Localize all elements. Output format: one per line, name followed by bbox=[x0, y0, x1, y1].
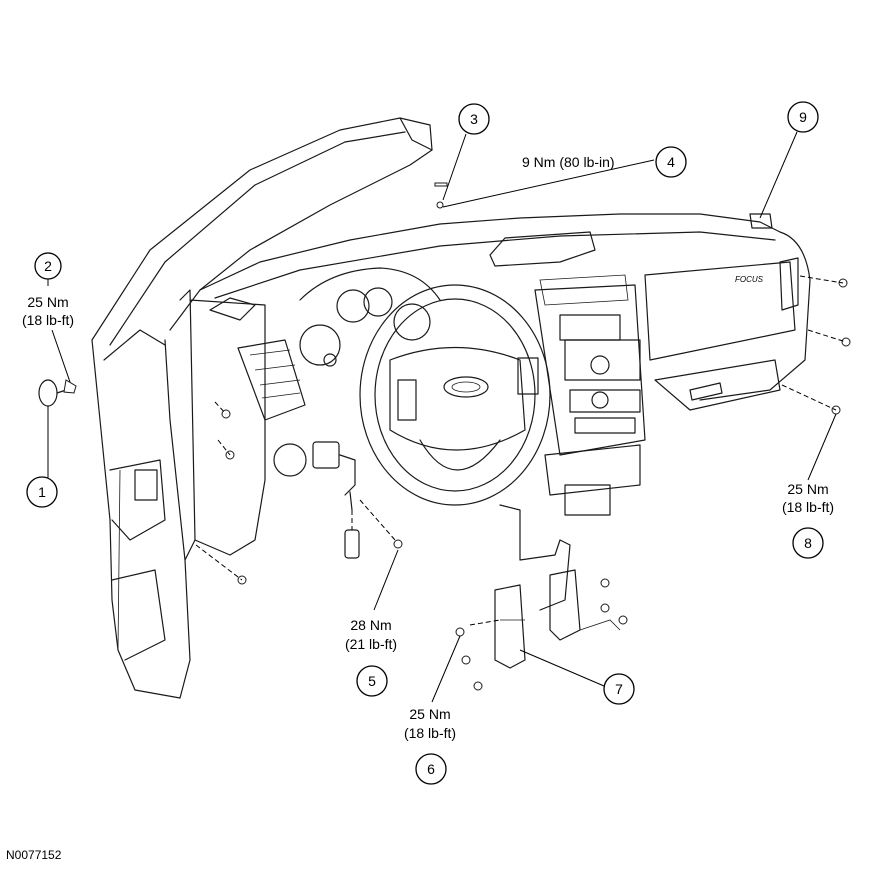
callout-2: 2 25 Nm (18 lb-ft) bbox=[22, 252, 74, 328]
torque-imperial: (18 lb-ft) bbox=[22, 312, 74, 328]
callout-5: 28 Nm (21 lb-ft) 5 bbox=[345, 617, 397, 697]
callout-7: 7 bbox=[603, 673, 635, 705]
callout-8: 25 Nm (18 lb-ft) 8 bbox=[782, 481, 834, 559]
torque-metric: 28 Nm bbox=[350, 617, 391, 633]
torque-imperial: (18 lb-ft) bbox=[404, 725, 456, 741]
callout-circle bbox=[787, 101, 819, 133]
callout-circle bbox=[603, 673, 635, 705]
callout-number: 6 bbox=[427, 761, 435, 777]
callout-circle bbox=[34, 252, 62, 280]
callout-number: 3 bbox=[470, 111, 478, 127]
callout-number: 2 bbox=[44, 258, 52, 274]
callout-3: 3 bbox=[458, 103, 490, 135]
callout-circle bbox=[458, 103, 490, 135]
dashboard-illustration: FOCUS bbox=[38, 117, 851, 699]
torque-metric: 25 Nm bbox=[27, 294, 68, 310]
callout-number: 9 bbox=[799, 109, 807, 125]
callout-circle bbox=[655, 146, 687, 178]
torque-spec: 9 Nm (80 lb-in) bbox=[522, 154, 615, 170]
callout-number: 4 bbox=[667, 154, 675, 170]
callout-circle bbox=[356, 665, 388, 697]
callout-number: 8 bbox=[804, 535, 812, 551]
callout-circle bbox=[415, 753, 447, 785]
torque-metric: 25 Nm bbox=[409, 706, 450, 722]
callout-number: 7 bbox=[615, 681, 623, 697]
callout-4: 9 Nm (80 lb-in) 4 bbox=[522, 146, 687, 178]
figure-id: N0077152 bbox=[6, 848, 62, 862]
torque-imperial: (18 lb-ft) bbox=[782, 499, 834, 515]
callout-9: 9 bbox=[787, 101, 819, 133]
torque-imperial: (21 lb-ft) bbox=[345, 636, 397, 652]
callout-number: 5 bbox=[368, 673, 376, 689]
callout-number: 1 bbox=[38, 484, 46, 500]
callout-6: 25 Nm (18 lb-ft) 6 bbox=[404, 706, 456, 785]
callout-1: 1 bbox=[26, 476, 58, 508]
torque-metric: 25 Nm bbox=[787, 481, 828, 497]
callout-circle bbox=[26, 476, 58, 508]
callout-circle bbox=[792, 527, 824, 559]
focus-badge: FOCUS bbox=[735, 275, 764, 284]
leader-lines bbox=[47, 131, 847, 703]
